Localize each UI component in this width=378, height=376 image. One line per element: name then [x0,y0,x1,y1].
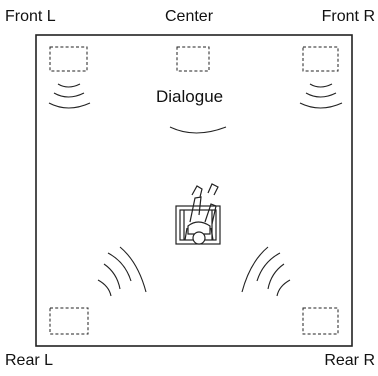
sound-waves-rear-left [97,246,147,297]
label-center: Center [165,8,214,25]
label-front-left: Front L [5,8,56,25]
speaker-rear-right [302,307,339,335]
room-outline [35,34,353,347]
speaker-rear-left [49,307,89,335]
sound-waves-front-left [48,83,91,109]
speaker-front-left [49,46,88,72]
label-dialogue: Dialogue [156,87,224,106]
label-front-right: Front R [321,8,375,25]
sound-waves-front-right [299,83,343,109]
speaker-center [176,46,210,72]
label-rear-left: Rear L [5,352,54,369]
label-rear-right: Rear R [324,352,375,369]
listener-icon [175,183,221,245]
sound-waves-rear-right [241,246,291,297]
speaker-front-right [302,46,339,72]
sound-wave-center [169,126,227,134]
